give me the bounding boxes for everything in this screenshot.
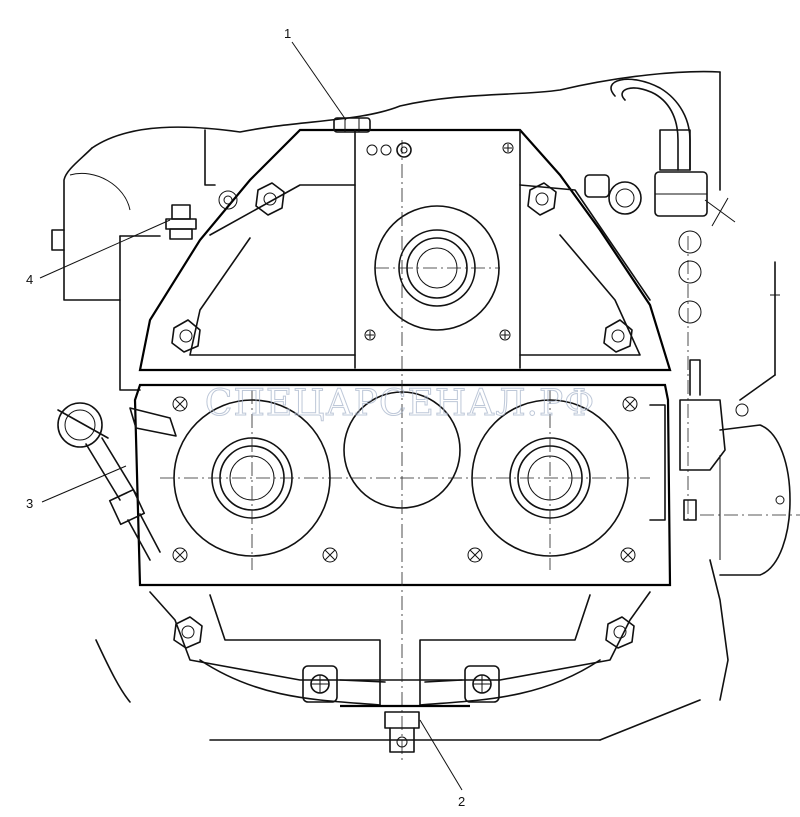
dipstick-assembly	[57, 402, 177, 561]
callout-2-label: 2	[458, 794, 465, 809]
starter-motor	[719, 424, 791, 576]
top-plug-bolt	[333, 117, 371, 133]
upper-gear-frame	[138, 128, 672, 372]
bottom-pan-frame	[149, 591, 651, 706]
bolts	[172, 142, 638, 563]
watermark-text: СПЕЦАРСЕНАЛ.РФ	[205, 383, 595, 424]
breather-fitting	[165, 204, 197, 240]
gear-plate	[133, 383, 672, 587]
hex-bolts	[171, 182, 635, 649]
callout-3-label: 3	[26, 496, 33, 511]
callout-4-label: 4	[26, 272, 33, 287]
callout-1-label: 1	[284, 26, 291, 41]
bottom-drain-fittings	[302, 665, 500, 753]
fuel-control-linkage	[649, 261, 780, 521]
centerlines	[160, 140, 800, 760]
oil-pipe-and-sensor	[584, 78, 736, 324]
callout-leaders	[39, 41, 463, 791]
engine-housing-outline	[51, 70, 729, 741]
